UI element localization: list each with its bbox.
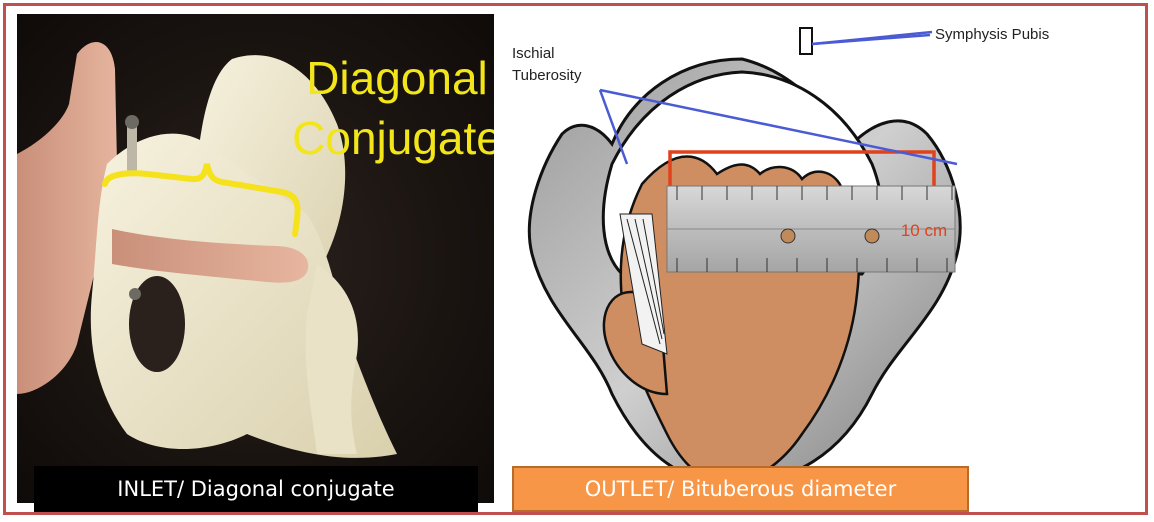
pelvic-outlet-illustration: 10 cm Ischial Tuberosity Symphysis Pubis	[502, 14, 973, 503]
inlet-photo: Diagonal Conjugate	[17, 14, 494, 503]
pelvis-photo-illustration: Diagonal Conjugate	[17, 14, 494, 503]
inlet-caption: INLET/ Diagonal conjugate	[34, 466, 478, 512]
outlet-caption: OUTLET/ Bituberous diameter	[512, 466, 969, 512]
label-ischial-line-1: Ischial	[512, 45, 555, 62]
label-ischial-line-2: Tuberosity	[512, 67, 582, 84]
outlet-diagram: 10 cm Ischial Tuberosity Symphysis Pubis	[502, 14, 973, 503]
measure-label: 10 cm	[901, 221, 947, 240]
symphysis-label-overlay: Symphysis Pubis	[935, 26, 1049, 43]
title-line-1: Diagonal	[306, 52, 488, 104]
title-line-2: Conjugate	[292, 112, 494, 164]
